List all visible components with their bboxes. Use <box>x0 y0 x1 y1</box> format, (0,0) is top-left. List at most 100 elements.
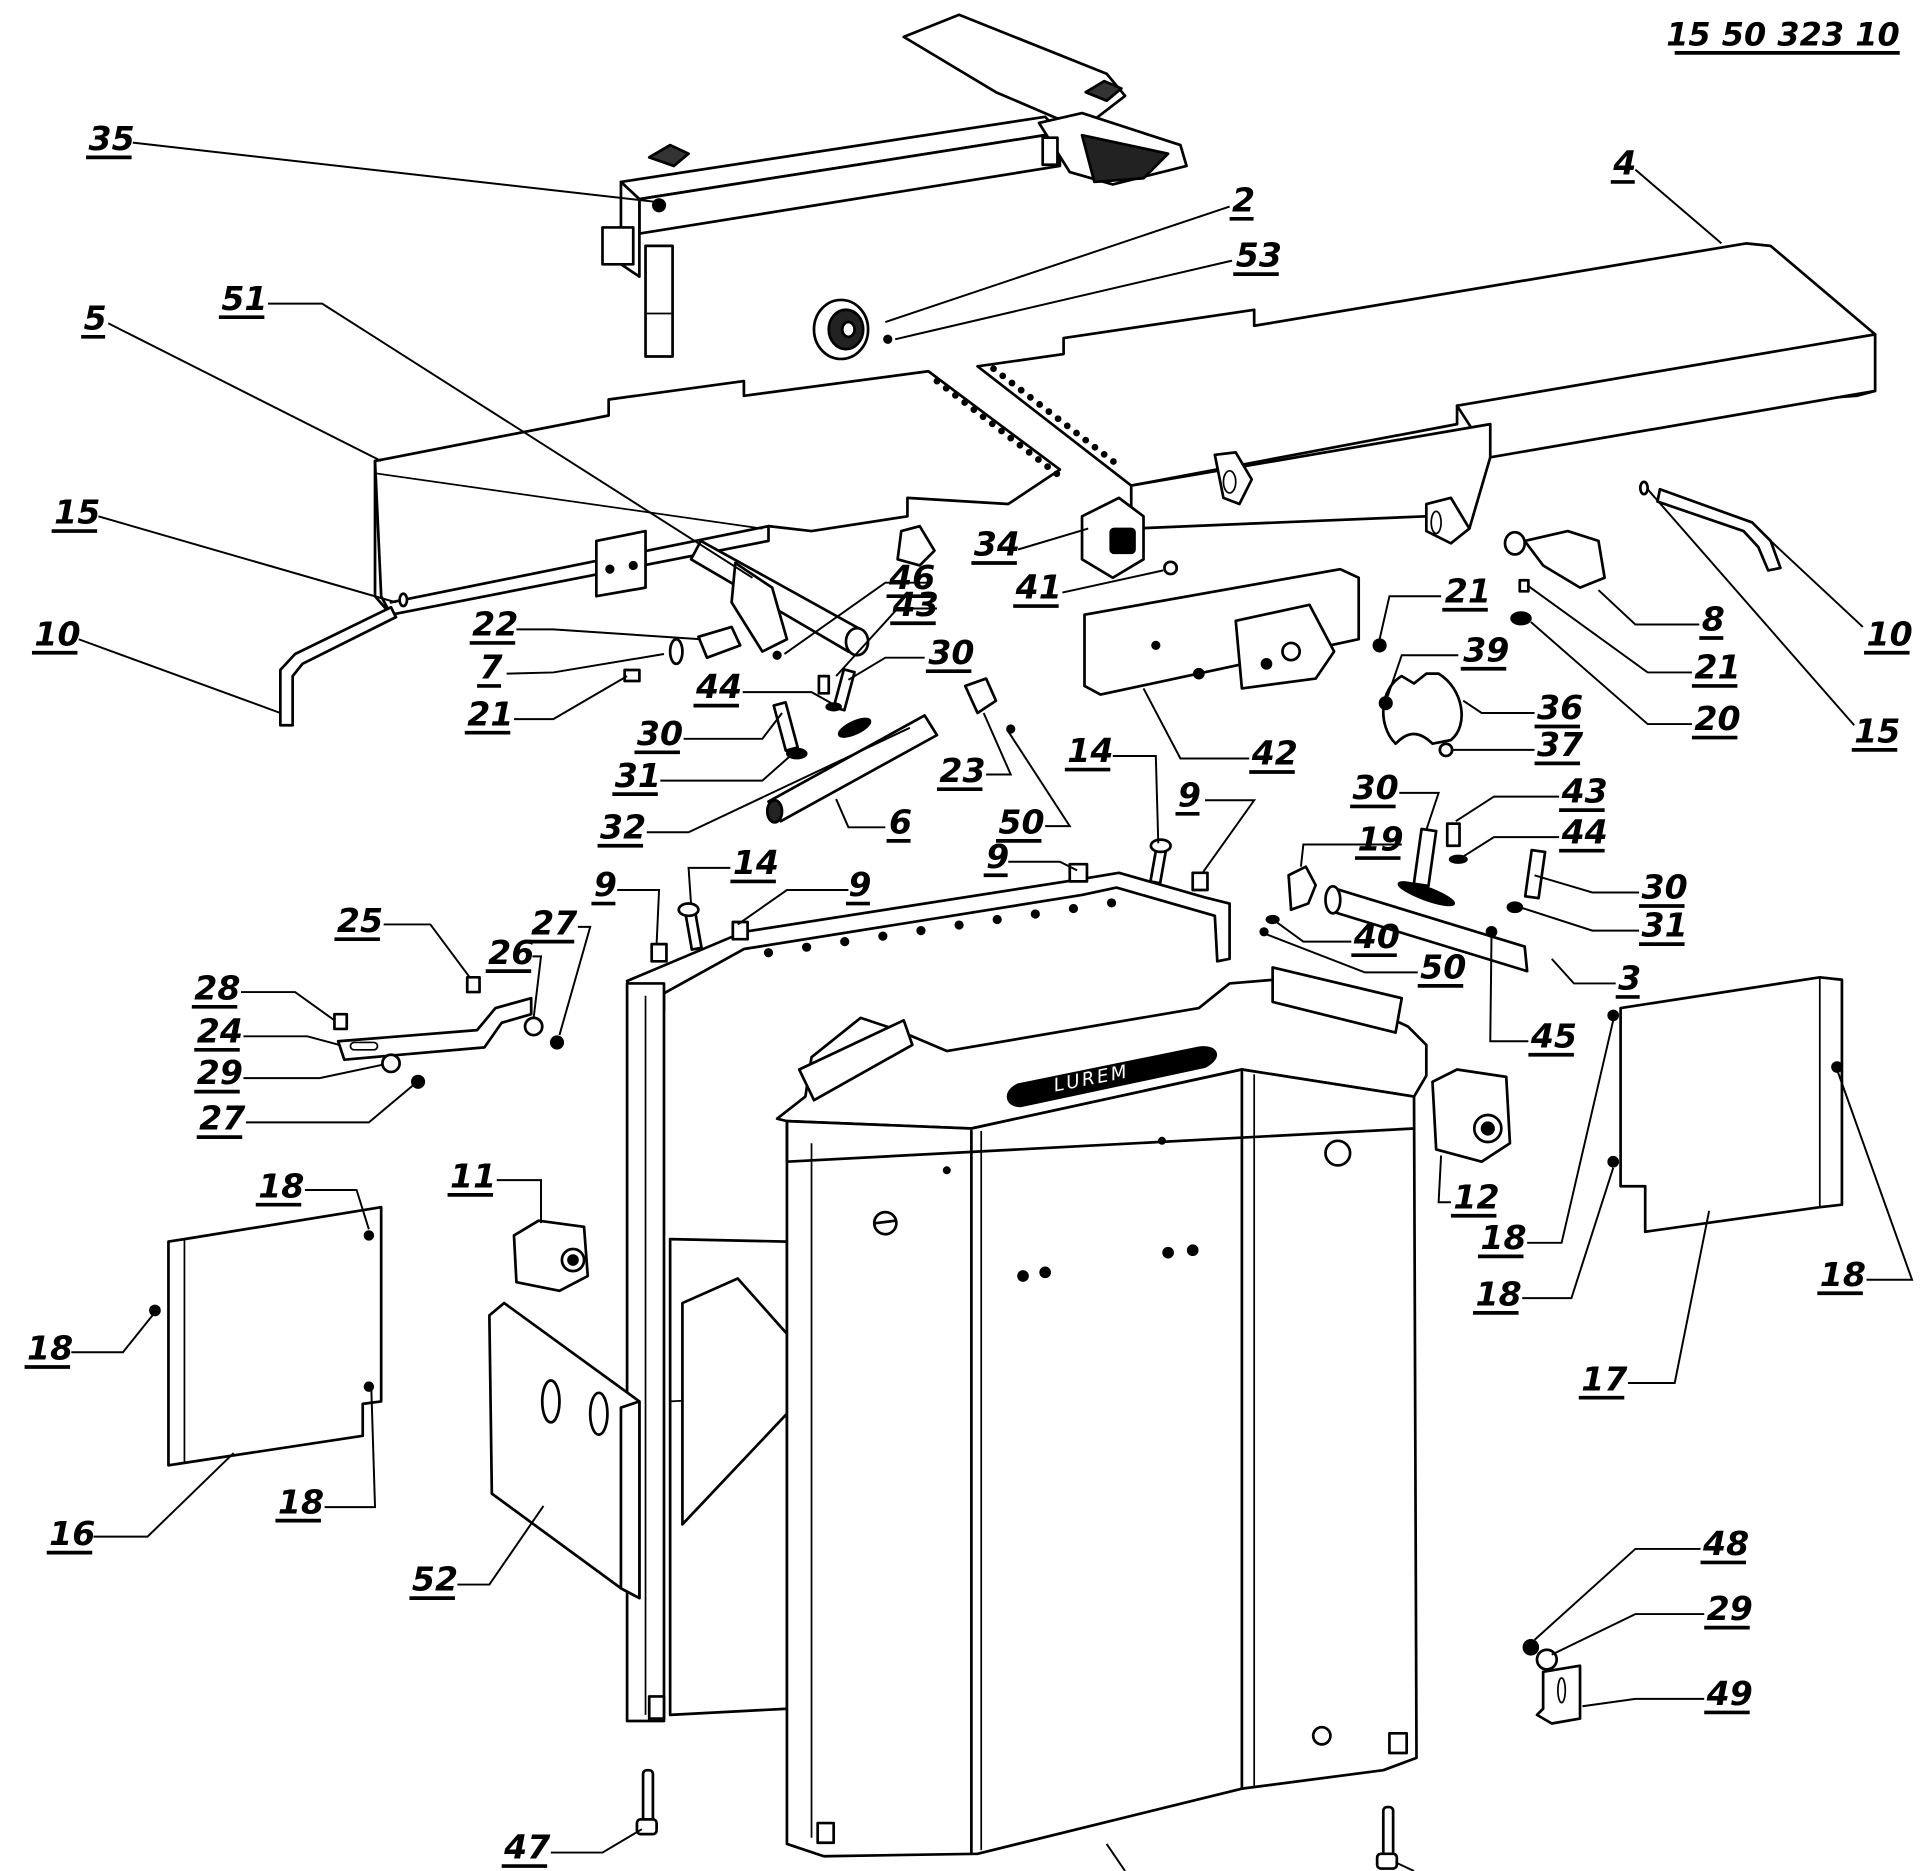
callout-number: 37 <box>1537 725 1584 764</box>
part-27-nut-top <box>549 1035 565 1050</box>
callout-number: 9 <box>1178 775 1201 814</box>
top-frame-rail <box>625 871 1231 1016</box>
clip-23-body <box>963 677 998 715</box>
top-frame-holes <box>763 898 1117 958</box>
part-41-screw <box>1163 560 1179 576</box>
part-36-cam <box>1378 672 1463 758</box>
callout-30: 30 <box>634 712 783 755</box>
callout-leader-line <box>1386 654 1459 699</box>
callout-leader-line <box>132 141 665 204</box>
infeed-hole <box>1025 449 1033 456</box>
callout-number: 16 <box>49 1514 95 1553</box>
callout-number: 53 <box>1236 236 1282 275</box>
switch-box-11-body <box>512 1219 590 1293</box>
block-42-hole <box>1281 641 1302 662</box>
callout-15: 15 <box>1646 488 1900 752</box>
callout-leader-line <box>1266 933 1418 974</box>
callout-47: 47 <box>501 1828 643 1868</box>
callout-15: 15 <box>51 493 397 604</box>
callout-leader-line <box>1460 836 1560 859</box>
bracket-24-slot <box>349 1041 379 1051</box>
callout-number: 24 <box>197 1011 243 1050</box>
panel-17-body <box>1619 975 1844 1234</box>
callout-number: 44 <box>695 667 742 706</box>
callout-number: 4 <box>1612 144 1636 183</box>
callout-30: 30 <box>1534 868 1688 908</box>
panel-17-screw-top <box>1607 1009 1620 1022</box>
callout-leader-line <box>884 205 1230 324</box>
panel-16-body <box>167 1205 383 1467</box>
knob-8-body <box>1523 529 1606 589</box>
callout-leader-line <box>245 1083 416 1124</box>
callout-leader-line <box>383 923 471 978</box>
infeed-hole <box>1007 434 1015 442</box>
callout-leader-line <box>1462 699 1535 714</box>
callout-leader-line <box>496 1179 543 1224</box>
callout-number: 44 <box>1561 812 1608 851</box>
callout-leader-line <box>646 726 911 834</box>
outfeed-hole <box>999 372 1007 380</box>
block-42-screw-2 <box>1260 657 1273 670</box>
infeed-table-holes <box>933 377 1061 478</box>
part-14-head-left <box>677 902 700 918</box>
outfeed-hole <box>1110 458 1117 465</box>
callout-30: 30 <box>1350 768 1440 831</box>
callout-number: 14 <box>1067 731 1113 770</box>
callout-12: 12 <box>1437 1155 1500 1218</box>
bar-6-clamp <box>837 717 872 738</box>
part-19-collar <box>1287 865 1318 912</box>
callout-21: 21 <box>464 675 628 735</box>
callout-leader-line <box>1489 936 1529 1043</box>
frame-hole <box>802 942 812 952</box>
door-52-slot-2 <box>588 1391 609 1436</box>
callout-leader-line <box>1519 906 1640 932</box>
fence-plate <box>902 13 1127 131</box>
callout-number: 15 <box>54 493 100 532</box>
outfeed-hole <box>1054 415 1062 423</box>
callout-18: 18 <box>24 1314 154 1369</box>
callout-number: 17 <box>1581 1359 1628 1398</box>
callout-9: 9 <box>983 837 1078 878</box>
outfeed-table-lug <box>1213 451 1254 506</box>
handle-right-body <box>1656 487 1782 572</box>
callout-number: 29 <box>197 1053 243 1092</box>
part-48-nut <box>1522 1638 1540 1656</box>
part-20-spring <box>1510 611 1532 626</box>
outfeed-lug-hole-2 <box>1430 510 1442 535</box>
roller-pin <box>883 334 893 344</box>
frame-hole <box>840 937 850 947</box>
part-top-frame <box>625 838 1231 1723</box>
part-42-block <box>1083 567 1387 696</box>
callout-number: 9 <box>594 865 617 904</box>
callout-number: 46 <box>888 558 935 597</box>
callout-number: 28 <box>194 968 240 1007</box>
callout-7: 7 <box>477 648 665 688</box>
callout-number: 11 <box>450 1157 496 1196</box>
part-31-washer <box>786 747 808 760</box>
callout-labels: 3525345151510344122721464330448212120101… <box>24 119 1914 1868</box>
callout-number: 26 <box>488 933 534 972</box>
callout-31: 31 <box>1519 906 1688 946</box>
bolt-47-right-head <box>1375 1852 1399 1870</box>
part-3-bar <box>1259 822 1547 973</box>
cabinet-screw-4 <box>1186 1244 1199 1257</box>
part-44-nut <box>825 702 842 712</box>
cabinet-foot-right <box>1388 1731 1409 1755</box>
callout-leader-line <box>1582 1697 1705 1708</box>
callout-number: 18 <box>27 1329 73 1368</box>
callout-number: 29 <box>1707 1589 1753 1628</box>
shaft-bracket <box>730 561 789 653</box>
callout-11: 11 <box>447 1157 543 1224</box>
callout-leader-line <box>835 607 937 677</box>
callout-number: 31 <box>1642 906 1688 945</box>
callout-number: 48 <box>1702 1524 1749 1563</box>
callout-number: 52 <box>412 1560 458 1599</box>
callout-number: 18 <box>1476 1275 1522 1314</box>
callout-number: 51 <box>221 279 267 318</box>
part-25-screw <box>465 975 481 994</box>
infeed-hole <box>952 391 959 399</box>
roller-hub <box>840 320 856 339</box>
callout-44: 44 <box>1460 812 1608 859</box>
infeed-table-lug <box>896 524 936 567</box>
callout-leader-line <box>847 656 925 681</box>
